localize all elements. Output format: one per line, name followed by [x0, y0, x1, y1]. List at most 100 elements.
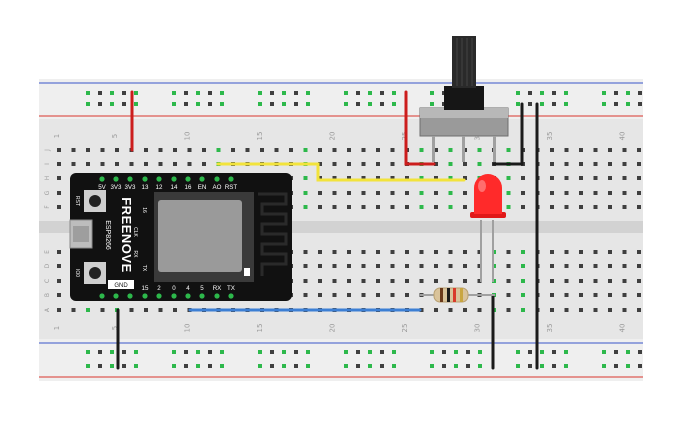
breadboard-hole	[448, 176, 453, 180]
breadboard-hole	[344, 364, 348, 368]
breadboard-hole	[390, 205, 395, 209]
breadboard-hole	[579, 279, 583, 283]
breadboard-hole	[361, 279, 366, 283]
breadboard-hole	[202, 148, 206, 152]
breadboard-hole	[478, 364, 482, 368]
breadboard-hole	[430, 91, 434, 95]
breadboard-hole	[637, 176, 641, 180]
breadboard-hole	[318, 205, 322, 209]
breadboard-hole	[282, 91, 286, 95]
breadboard-hole	[419, 264, 424, 268]
breadboard-hole	[71, 308, 76, 312]
breadboard-hole	[187, 162, 192, 166]
breadboard-hole	[122, 102, 126, 106]
module-shield	[158, 200, 242, 272]
breadboard-hole	[608, 191, 612, 195]
breadboard-hole	[361, 162, 366, 166]
breadboard-hole	[638, 91, 642, 95]
breadboard-hole	[390, 191, 395, 195]
breadboard-hole	[608, 250, 612, 254]
side-label-tx: TX	[141, 265, 147, 272]
board-brand: FREENOVE	[119, 197, 134, 273]
breadboard-hole	[376, 205, 380, 209]
breadboard-hole	[270, 364, 274, 368]
breadboard-hole	[115, 148, 119, 152]
breadboard-hole	[434, 191, 438, 195]
breadboard-hole	[57, 191, 61, 195]
breadboard-hole	[419, 279, 424, 283]
breadboard-hole	[608, 279, 612, 283]
breadboard-hole	[622, 148, 627, 152]
breadboard-hole	[593, 293, 598, 297]
breadboard-hole	[593, 279, 598, 283]
breadboard-hole	[184, 91, 188, 95]
breadboard-hole	[564, 279, 569, 283]
breadboard-hole	[347, 162, 351, 166]
breadboard-hole	[71, 148, 76, 152]
breadboard-hole	[463, 264, 467, 268]
breadboard-hole	[593, 205, 598, 209]
breadboard-hole	[637, 162, 641, 166]
column-number: 35	[546, 324, 554, 333]
breadboard-hole	[463, 279, 467, 283]
breadboard-hole	[550, 205, 554, 209]
pin-label: RST	[225, 184, 238, 191]
breadboard-hole	[477, 279, 482, 283]
breadboard-hole	[356, 102, 360, 106]
breadboard-hole	[405, 293, 409, 297]
breadboard-hole	[506, 264, 511, 268]
pin-label: 5	[200, 285, 204, 292]
breadboard-hole	[405, 264, 409, 268]
breadboard-hole	[100, 148, 105, 152]
breadboard-hole	[303, 264, 308, 268]
pin-label: 16	[185, 184, 192, 191]
breadboard-hole	[98, 364, 102, 368]
board-pin	[171, 176, 177, 182]
breadboard-hole	[57, 162, 61, 166]
breadboard-hole	[158, 148, 163, 152]
breadboard-hole	[361, 176, 366, 180]
breadboard-hole	[564, 293, 569, 297]
breadboard-hole	[172, 102, 176, 106]
breadboard-hole	[220, 102, 224, 106]
breadboard-hole	[477, 264, 482, 268]
breadboard-hole	[608, 308, 612, 312]
breadboard-hole	[442, 350, 446, 354]
breadboard-hole	[347, 250, 351, 254]
breadboard-hole	[57, 264, 61, 268]
row-letter: D	[44, 263, 51, 268]
breadboard-hole	[57, 279, 61, 283]
breadboard-hole	[110, 102, 114, 106]
breadboard-hole	[637, 264, 641, 268]
pin-label: 3V3	[124, 184, 136, 191]
breadboard-hole	[318, 264, 322, 268]
breadboard-hole	[528, 91, 532, 95]
breadboard-hole	[100, 162, 105, 166]
board-pin	[156, 293, 162, 299]
breadboard-hole	[521, 308, 525, 312]
breadboard-hole	[208, 350, 212, 354]
breadboard-hole	[593, 250, 598, 254]
pin-label: RX	[213, 285, 222, 292]
breadboard-hole	[258, 364, 262, 368]
breadboard-hole	[231, 148, 235, 152]
board-pin	[199, 176, 205, 182]
breadboard-hole	[434, 308, 438, 312]
breadboard-hole	[332, 205, 337, 209]
breadboard-hole	[463, 162, 467, 166]
breadboard-hole	[361, 205, 366, 209]
breadboard-hole	[622, 264, 627, 268]
breadboard-hole	[376, 191, 380, 195]
breadboard-hole	[303, 250, 308, 254]
board-model: ESP8266	[104, 220, 111, 250]
breadboard-hole	[550, 176, 554, 180]
breadboard-hole	[86, 102, 90, 106]
breadboard-hole	[430, 102, 434, 106]
breadboard-hole	[521, 264, 525, 268]
column-number: 15	[256, 324, 264, 333]
breadboard-hole	[564, 102, 568, 106]
board-pin	[156, 176, 162, 182]
io0-button-label: IO0	[74, 269, 80, 277]
breadboard-hole	[506, 279, 511, 283]
